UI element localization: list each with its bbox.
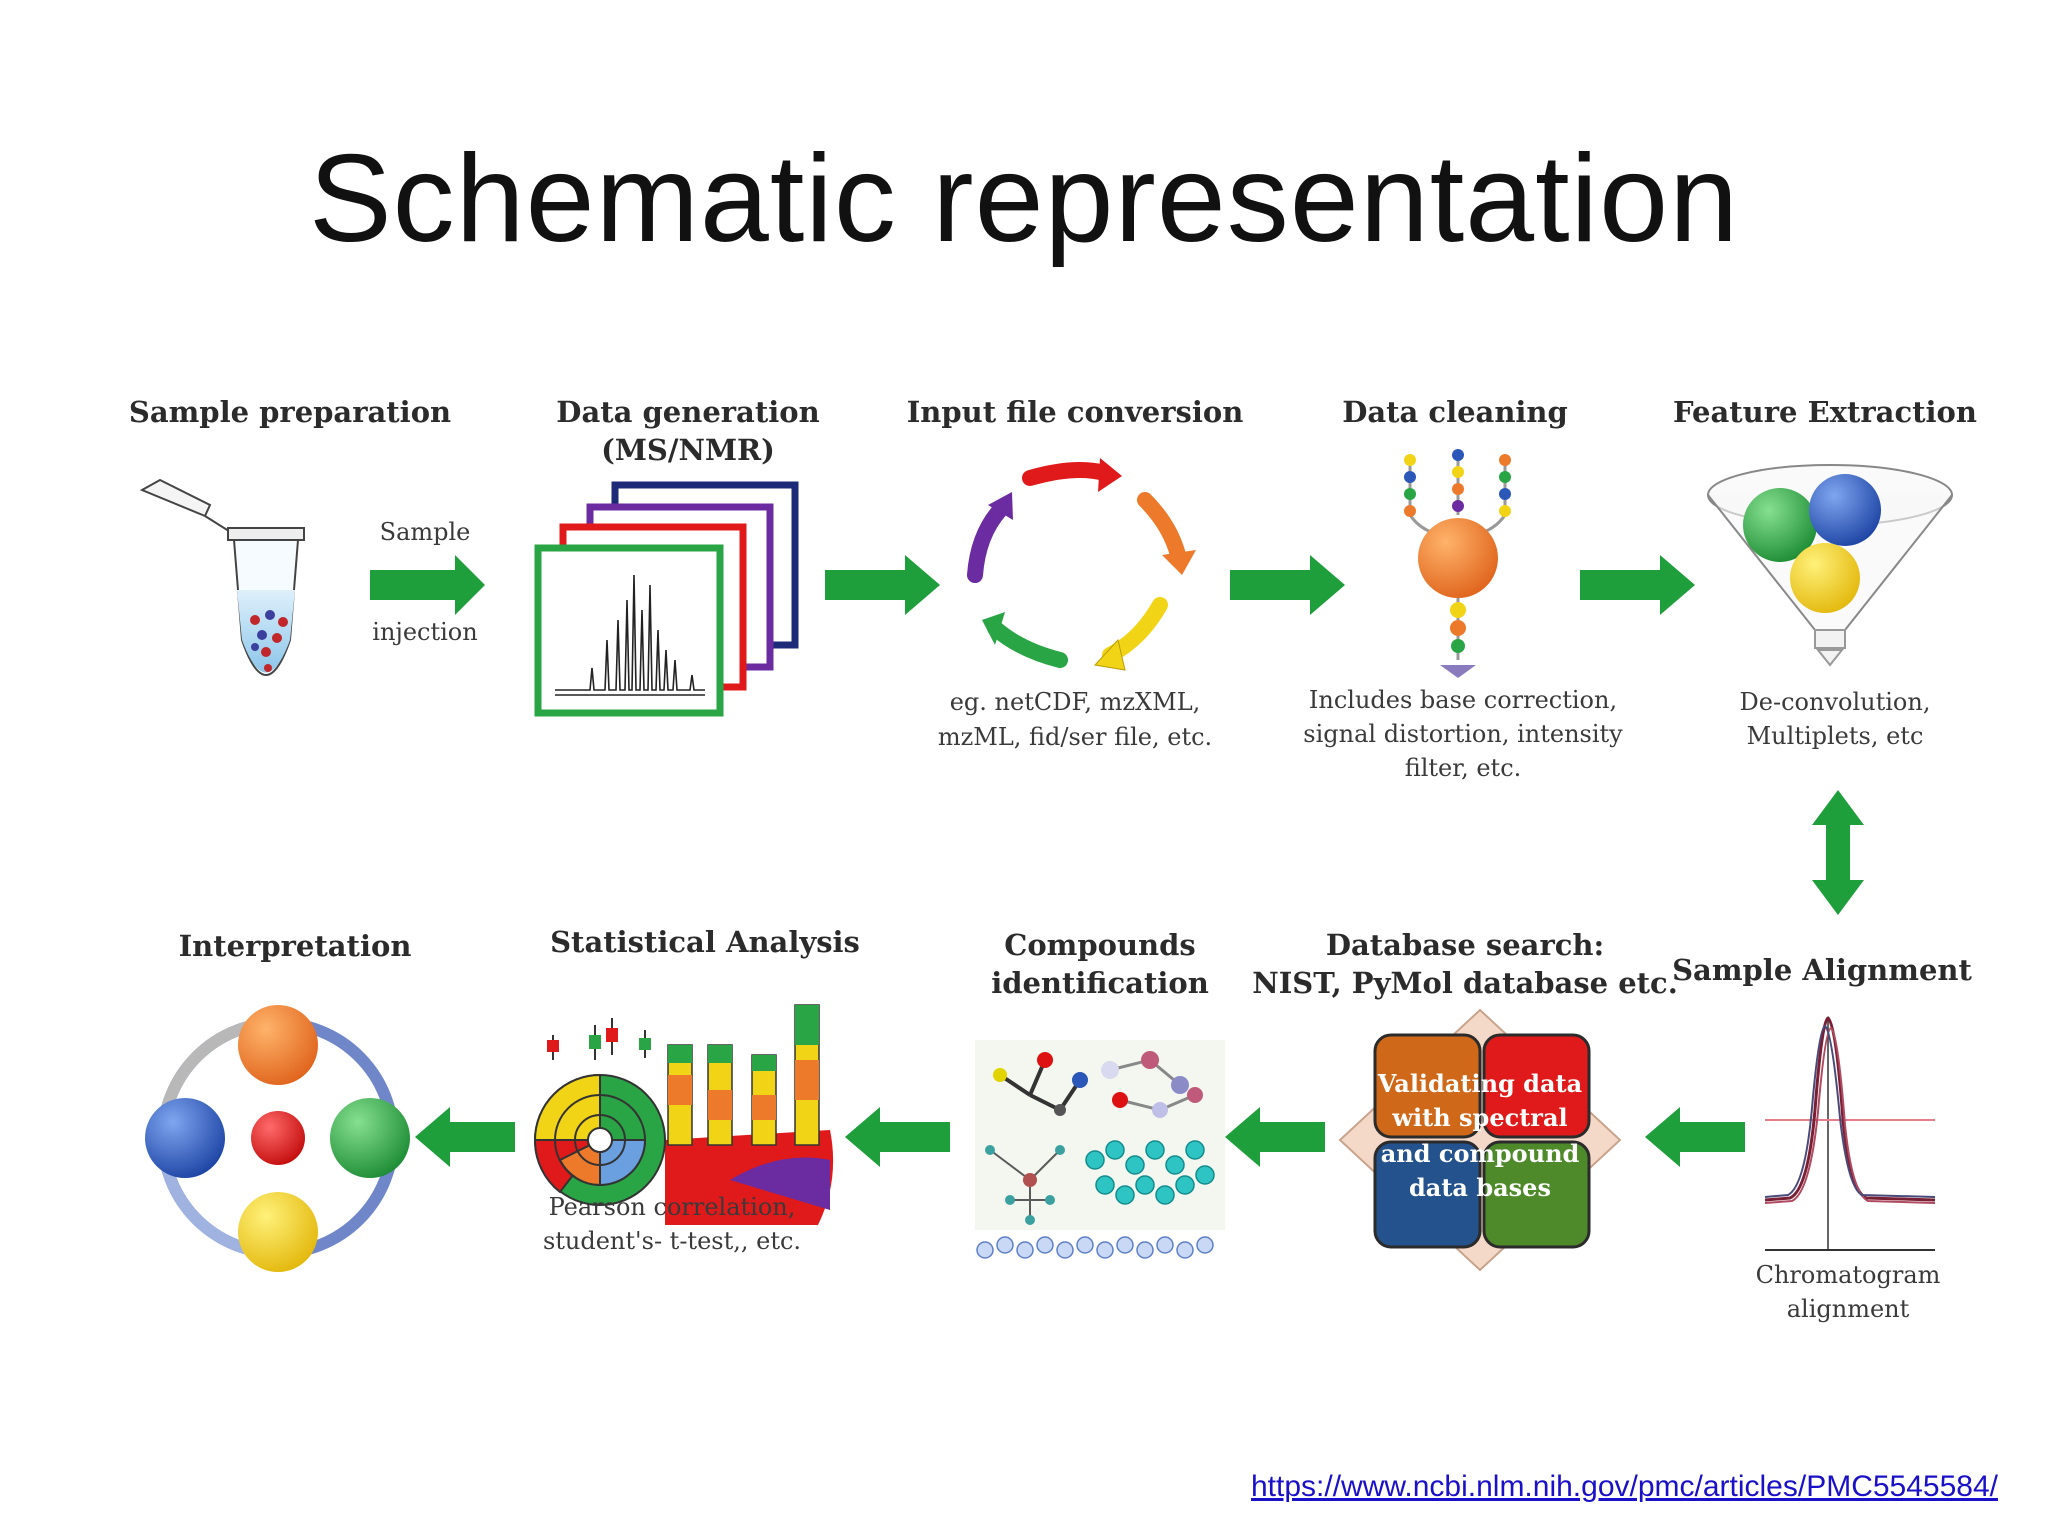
funnel-icon bbox=[1707, 464, 1953, 667]
sample-alignment-note-line2: alignment bbox=[1787, 1295, 1910, 1323]
data-cleaning-step: Data cleaning Includes base correction, … bbox=[1303, 395, 1623, 782]
database-overlay-line4: data bases bbox=[1409, 1173, 1551, 1202]
flow-arrow-8-icon bbox=[415, 1107, 515, 1167]
statistical-analysis-note-line2: student's- t-test,, etc. bbox=[543, 1227, 801, 1255]
molecule-structures-icon bbox=[975, 1040, 1225, 1259]
interpretation-network-icon bbox=[145, 1005, 410, 1272]
flow-arrow-7-icon bbox=[845, 1107, 950, 1167]
database-search-label-line1: Database search: bbox=[1326, 928, 1604, 962]
flow-arrow-4-icon bbox=[1580, 555, 1695, 615]
sample-injection-line2: injection bbox=[372, 618, 477, 646]
flow-arrow-3-icon bbox=[1230, 555, 1345, 615]
feature-extraction-label: Feature Extraction bbox=[1673, 395, 1977, 429]
sample-alignment-note-line1: Chromatogram bbox=[1756, 1261, 1941, 1289]
sample-injection-line1: Sample bbox=[380, 518, 471, 546]
feature-extraction-note-line1: De-convolution, bbox=[1740, 688, 1931, 716]
compounds-identification-label-line2: identification bbox=[991, 966, 1209, 1000]
double-arrow-icon bbox=[1812, 790, 1864, 915]
slide-title: Schematic representation bbox=[308, 130, 1740, 268]
interpretation-label: Interpretation bbox=[179, 929, 412, 963]
interpretation-step: Interpretation bbox=[145, 929, 411, 1272]
sample-preparation-step: Sample preparation bbox=[129, 395, 451, 676]
data-cleaning-label: Data cleaning bbox=[1342, 395, 1568, 429]
sample-alignment-label: Sample Alignment bbox=[1672, 953, 1972, 987]
database-overlay-line3: and compound bbox=[1381, 1139, 1580, 1168]
data-generation-label-line2: (MS/NMR) bbox=[601, 433, 775, 467]
validation-blocks-icon bbox=[1338, 1008, 1622, 1272]
compounds-identification-label-line1: Compounds bbox=[1004, 928, 1196, 962]
database-overlay-line2: with spectral bbox=[1391, 1103, 1567, 1132]
flow-arrow-6-icon bbox=[1225, 1107, 1325, 1167]
statistics-graphics-icon bbox=[533, 1004, 834, 1225]
data-generation-label-line1: Data generation bbox=[556, 395, 819, 429]
input-file-conversion-label: Input file conversion bbox=[907, 395, 1244, 429]
database-search-label-line2: NIST, PyMol database etc. bbox=[1252, 966, 1678, 1000]
sample-preparation-label: Sample preparation bbox=[129, 395, 451, 429]
source-link[interactable]: https://www.ncbi.nlm.nih.gov/pmc/article… bbox=[1251, 1470, 1998, 1503]
sample-tube-icon bbox=[139, 478, 305, 676]
flow-arrow-5-icon bbox=[1645, 1107, 1745, 1167]
feature-extraction-note-line2: Multiplets, etc bbox=[1747, 722, 1924, 750]
data-cleaning-note-line2: signal distortion, intensity bbox=[1303, 720, 1623, 748]
sample-injection: Sample injection bbox=[372, 518, 477, 646]
input-file-conversion-note-line2: mzML, fid/ser file, etc. bbox=[938, 723, 1212, 751]
conversion-cycle-icon bbox=[967, 458, 1196, 671]
database-overlay-line1: Validating data bbox=[1377, 1069, 1582, 1098]
input-file-conversion-step: Input file conversion eg. netCDF, mzXML,… bbox=[907, 395, 1244, 751]
chromatogram-icon bbox=[1764, 1016, 1936, 1251]
statistical-analysis-step: Statistical Analysis bbox=[533, 925, 860, 1255]
stacked-spectra-icon bbox=[534, 481, 799, 717]
flow-arrow-2-icon bbox=[825, 555, 940, 615]
input-file-conversion-note-line1: eg. netCDF, mzXML, bbox=[950, 688, 1201, 716]
data-cleaning-note-line3: filter, etc. bbox=[1405, 754, 1522, 782]
statistical-analysis-label: Statistical Analysis bbox=[550, 925, 860, 959]
database-search-step: Database search: NIST, PyMol database et… bbox=[1252, 928, 1678, 1272]
flow-arrow-1-icon bbox=[370, 555, 485, 615]
feature-extraction-step: Feature Extraction De-convolution, Multi… bbox=[1673, 395, 1977, 750]
data-cleaning-note-line1: Includes base correction, bbox=[1309, 686, 1617, 714]
bead-tree-icon bbox=[1404, 449, 1511, 678]
sample-alignment-step: Sample Alignment Chromatogram alignment bbox=[1672, 953, 1972, 1323]
statistical-analysis-note-line1: Pearson correlation, bbox=[549, 1193, 796, 1221]
data-generation-step: Data generation (MS/NMR) bbox=[534, 395, 820, 717]
compounds-identification-step: Compounds identification bbox=[975, 928, 1225, 1259]
